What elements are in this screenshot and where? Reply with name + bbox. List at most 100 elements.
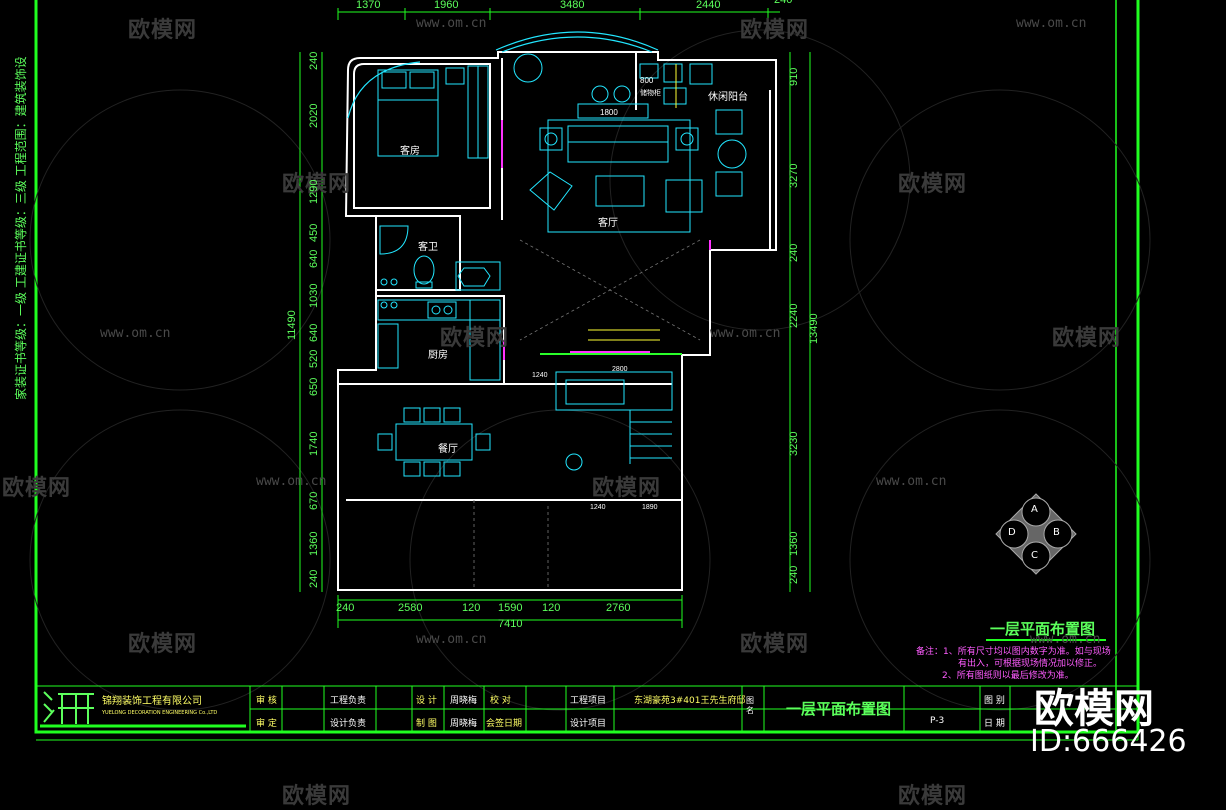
company-name-en: YUELONG DECORATION ENGINEERING Co.,LTD: [102, 710, 218, 716]
dim-left: 1290: [308, 179, 320, 204]
watermark-brand: 欧模网: [2, 476, 72, 501]
dim-bottom: 120: [542, 602, 561, 614]
dim-left: 1740: [308, 431, 320, 456]
brand-overlay-name: 欧模网: [1034, 686, 1154, 732]
watermark-url: www.om.cn: [710, 326, 781, 341]
dim-top: 2440: [696, 0, 721, 11]
watermark-brand: 欧模网: [1052, 326, 1122, 351]
watermark-url: www.om.cn: [416, 632, 487, 647]
dim-top: 1370: [356, 0, 381, 11]
dim-left: 640: [308, 323, 320, 342]
tb-approve: 审 定: [256, 719, 277, 729]
dim-bottom: 1590: [498, 602, 523, 614]
watermark-brand: 欧模网: [282, 784, 352, 809]
dim-bottom: 240: [336, 602, 355, 614]
dim-right: 240: [788, 565, 800, 584]
dim-left: 670: [308, 491, 320, 510]
dim-right: 910: [788, 67, 800, 86]
watermark-brand: 欧模网: [740, 18, 810, 43]
tb-design-lead: 设计负责: [330, 719, 367, 729]
tb-review: 审 核: [256, 696, 277, 706]
dim-bottom: 2580: [398, 602, 423, 614]
tb-designer-name: 周晓梅: [450, 696, 478, 706]
tb-draw: 制 图: [416, 719, 437, 729]
room-label-bathroom: 客卫: [418, 242, 438, 253]
dim-left-total: 11490: [286, 310, 298, 340]
company-name: 锦翔装饰工程有限公司: [102, 696, 202, 707]
tb-drawing-name-label: 图 名: [746, 696, 754, 715]
note-line: 备注：1、所有尺寸均以图内数字为准。如与现场: [916, 647, 1111, 657]
tb-sign-date: 会签日期: [486, 719, 523, 729]
dim-left: 1030: [308, 283, 320, 308]
dim-inner: 800: [640, 76, 654, 85]
tb-sheet-label: 图 别: [984, 696, 1005, 706]
dim-inner: 1240: [532, 372, 548, 379]
dim-top: 3480: [560, 0, 585, 11]
compass-label: C: [1031, 550, 1038, 561]
company-logo-icon: [43, 691, 94, 724]
room-label-bedroom: 客房: [400, 146, 420, 157]
dim-inner: 1800: [600, 108, 618, 117]
dim-right: 1360: [788, 531, 800, 556]
dim-right: 3230: [788, 431, 800, 456]
dim-left: 640: [308, 249, 320, 268]
dim-inner: 1890: [642, 504, 658, 511]
note-line: 2、所有图纸则以最后修改为准。: [942, 671, 1074, 681]
tb-project-label: 工程项目: [570, 696, 607, 706]
dim-left: 240: [308, 569, 320, 588]
room-label-living: 客厅: [598, 218, 618, 229]
tb-drafter-name: 周晓梅: [450, 719, 478, 729]
compass-label: A: [1031, 504, 1038, 515]
watermark-url: www.om.cn: [876, 474, 947, 489]
watermark-brand: 欧模网: [282, 172, 352, 197]
watermark-brand: 欧模网: [128, 632, 198, 657]
dim-left: 520: [308, 349, 320, 368]
watermark-url: www.om.cn: [1030, 632, 1101, 647]
side-certification-text: 家装证书等级：一级 工建证书等级：三级 工程范围：建筑装饰设: [14, 56, 28, 400]
tb-project-lead: 工程负责: [330, 696, 367, 706]
watermark-brand: 欧模网: [740, 632, 810, 657]
room-label-balcony: 休闲阳台: [708, 92, 748, 103]
watermark-url: www.om.cn: [416, 16, 487, 31]
tb-drawing-name: 一层平面布置图: [786, 700, 892, 718]
watermark-brand: 欧模网: [898, 172, 968, 197]
brand-overlay-id: ID:666426: [1030, 724, 1187, 759]
room-label-dining: 餐厅: [438, 444, 458, 455]
tb-design: 设 计: [416, 696, 437, 706]
watermark-brand: 欧模网: [592, 476, 662, 501]
dim-top: 240: [774, 0, 793, 6]
note-line: 有出入，可根据现场情况加以修正。: [958, 659, 1103, 669]
dim-bottom-total: 7410: [498, 618, 523, 630]
tb-date-label: 日 期: [984, 719, 1005, 729]
dim-right: 240: [788, 243, 800, 262]
dim-right-total: 13490: [808, 313, 820, 344]
compass-label: B: [1053, 527, 1060, 538]
dim-left: 240: [308, 51, 320, 70]
dim-right: 2240: [788, 303, 800, 328]
room-label-kitchen: 厨房: [428, 350, 448, 361]
dim-bottom: 2760: [606, 602, 631, 614]
watermark-url: www.om.cn: [256, 474, 327, 489]
dim-left: 450: [308, 223, 320, 242]
dim-inner: 1240: [590, 504, 606, 511]
watermark-brand: 欧模网: [898, 784, 968, 809]
dim-right: 3270: [788, 163, 800, 188]
dim-left: 1360: [308, 531, 320, 556]
room-label-cabinet: 储物柜: [640, 89, 661, 97]
watermark-brand: 欧模网: [128, 18, 198, 43]
tb-design-item: 设计项目: [570, 719, 607, 729]
tb-sheet-no: P-3: [930, 716, 945, 726]
dim-left: 650: [308, 377, 320, 396]
watermark-brand: 欧模网: [440, 326, 510, 351]
dim-bottom: 120: [462, 602, 481, 614]
dim-left: 2020: [308, 103, 320, 128]
dim-top: 1960: [434, 0, 459, 11]
tb-project-name: 东湖豪苑3#401王先生府邸: [634, 696, 746, 706]
dim-inner: 2800: [612, 366, 628, 373]
watermark-url: www.om.cn: [1016, 16, 1087, 31]
compass-label: D: [1008, 527, 1016, 538]
plan-title: 一层平面布置图: [990, 620, 1096, 638]
watermark-url: www.om.cn: [100, 326, 171, 341]
tb-check: 校 对: [490, 696, 511, 706]
